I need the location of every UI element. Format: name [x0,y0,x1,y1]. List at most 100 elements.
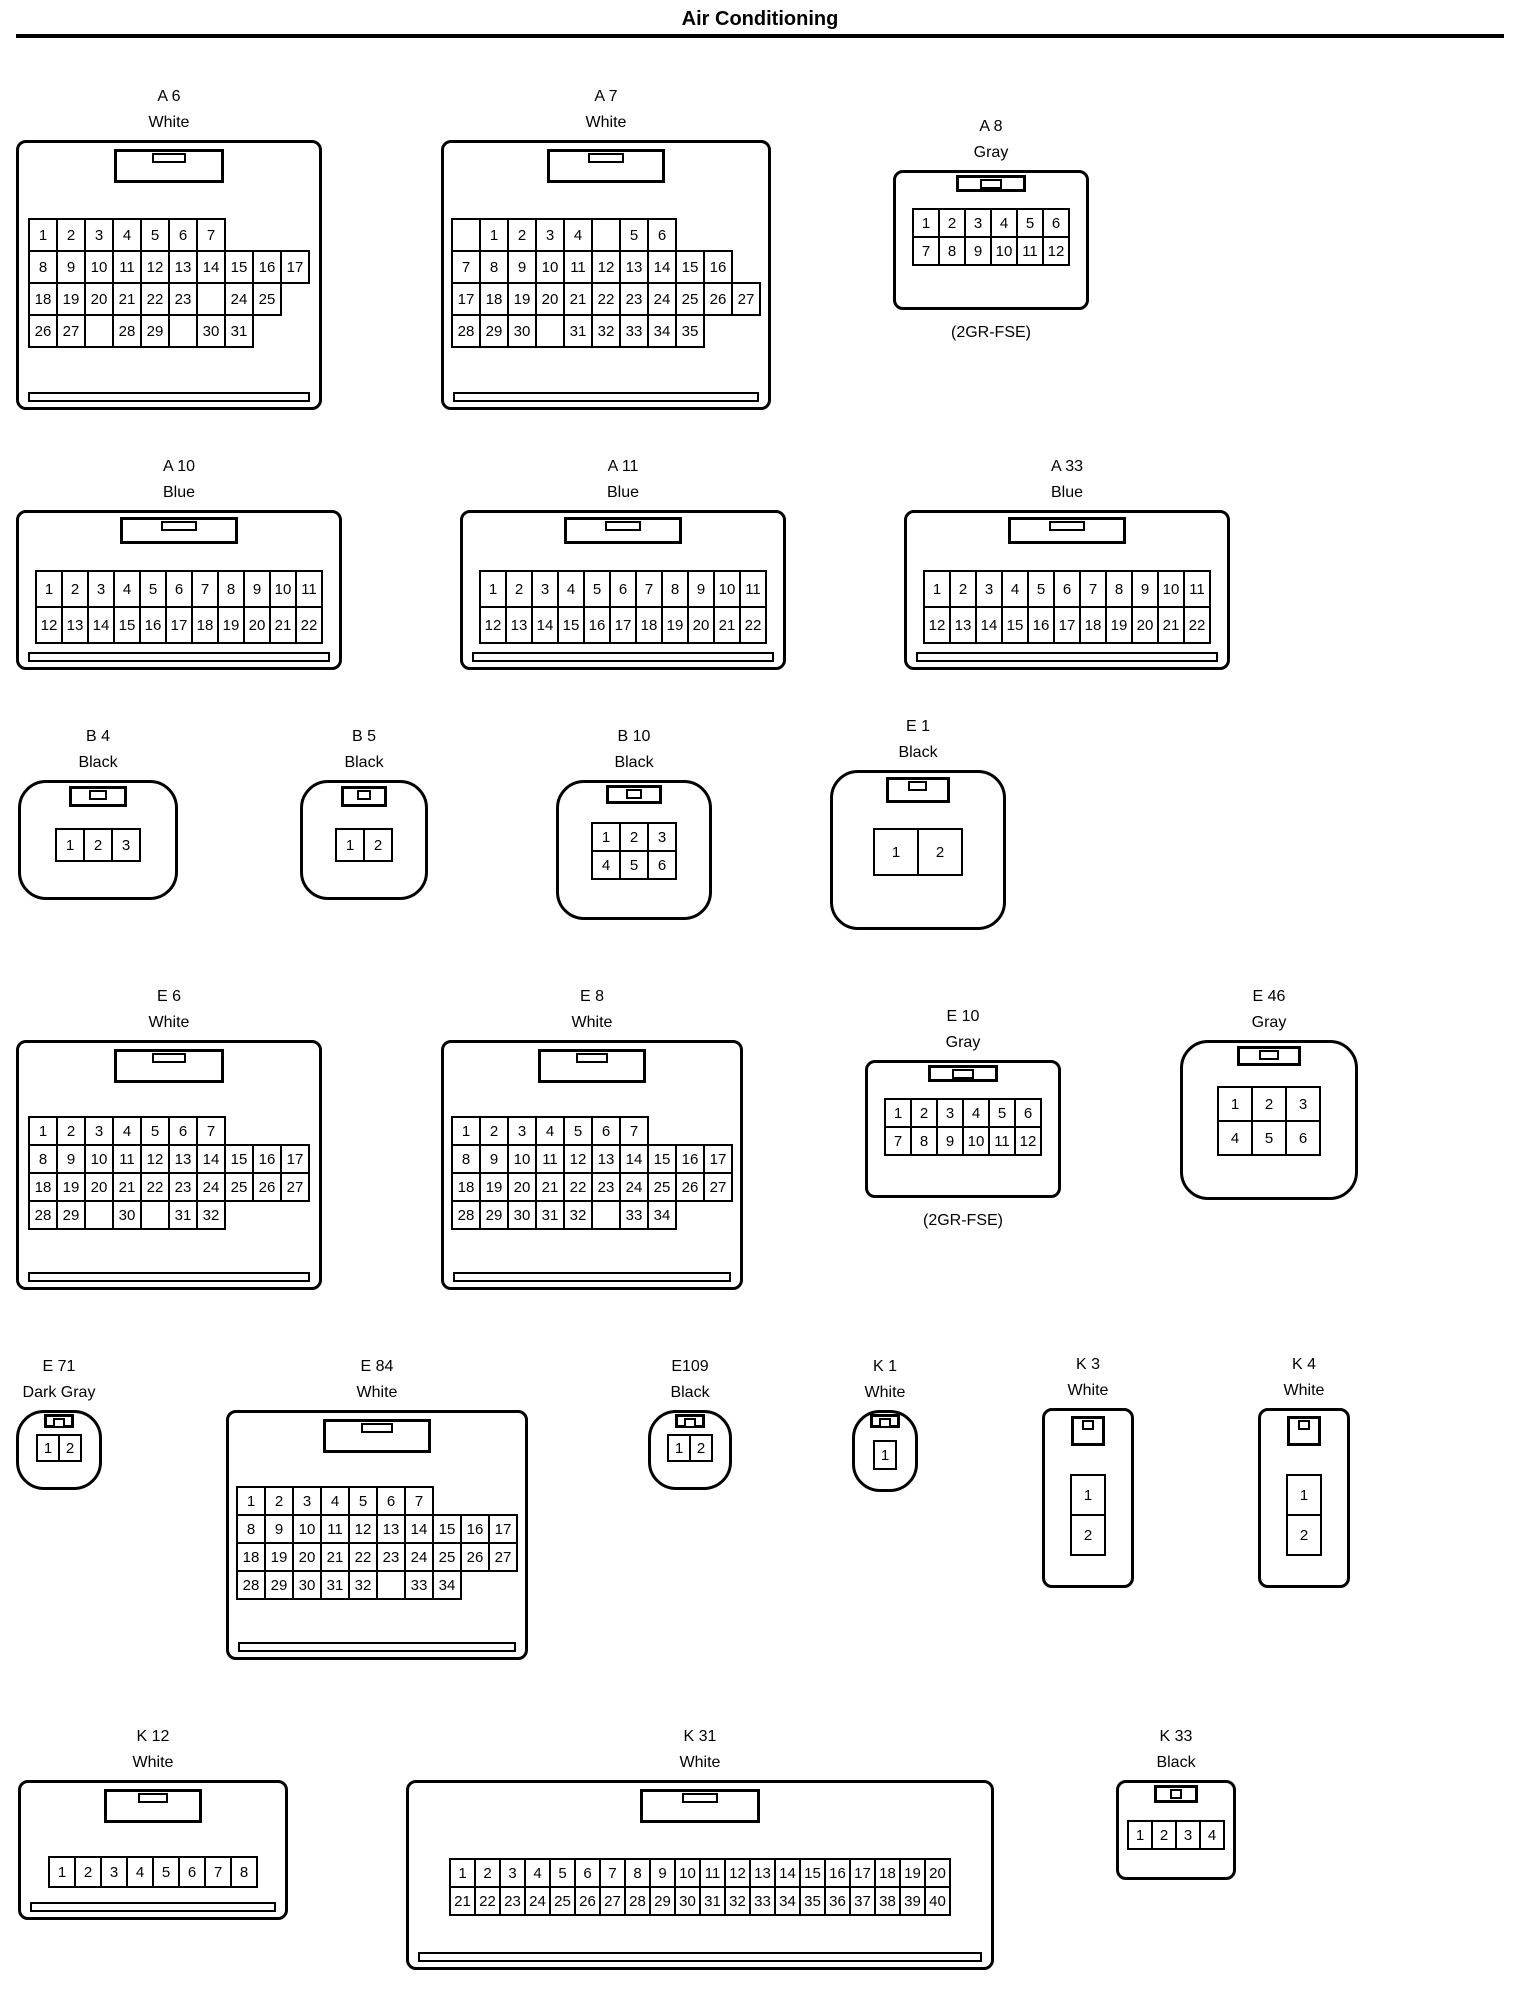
pin-cell: 30 [292,1570,322,1600]
pin-cell: 7 [404,1486,434,1516]
pin-cell: 19 [56,282,86,316]
latch-tab [357,789,371,800]
pin-cell: 9 [687,570,715,608]
pin-cell: 10 [292,1514,322,1544]
pin-cell: 16 [675,1144,705,1174]
pin-cell: 3 [1175,1820,1201,1850]
connector-color: Blue [162,484,196,501]
pin-cell: 15 [675,250,705,284]
pin-cell: 36 [824,1886,851,1916]
pin-cell: 28 [112,314,142,348]
pin-cell: 22 [140,1172,170,1202]
pin-cell: 11 [320,1514,350,1544]
pin-cavity-empty [591,218,621,252]
pin-cell: 8 [28,1144,58,1174]
pin-cell: 23 [499,1886,526,1916]
pin-cell: 11 [1016,236,1044,266]
pin-cell: 28 [451,1200,481,1230]
latch-tab [1169,1788,1183,1799]
pin-cell: 24 [224,282,254,316]
pin-cell: 15 [224,250,254,284]
pin-cell: 27 [703,1172,733,1202]
pin-cell: 9 [479,1144,509,1174]
latch-tab [952,1068,974,1079]
pin-cell: 1 [35,570,63,608]
pin-cell: 2 [1151,1820,1177,1850]
pin-cell: 1 [873,1440,897,1470]
pin-cell: 9 [243,570,271,608]
pin-cell: 3 [499,1858,526,1888]
pin-cell: 25 [224,1172,254,1202]
pin-cell: 1 [479,218,509,252]
pin-cell: 12 [563,1144,593,1174]
pin-cell: 10 [713,570,741,608]
pin-cell: 2 [74,1856,102,1888]
pin-cell: 27 [56,314,86,348]
pin-cell: 20 [535,282,565,316]
pin-cell: 5 [563,1116,593,1146]
pin-cell: 24 [196,1172,226,1202]
pin-cell: 15 [224,1144,254,1174]
pin-cell: 13 [168,1144,198,1174]
pin-cell: 25 [675,282,705,316]
pin-cell: 19 [1105,606,1133,644]
pin-cell: 22 [563,1172,593,1202]
pin-cell: 4 [962,1098,990,1128]
pin-cell: 7 [196,1116,226,1146]
pin-cell: 2 [938,208,966,238]
pin-cell: 12 [140,1144,170,1174]
pin-cell: 15 [799,1858,826,1888]
pin-cell: 33 [749,1886,776,1916]
connector-id: E 1 [905,718,930,735]
latch-tab [980,178,1002,189]
pin-cell: 6 [1042,208,1070,238]
pin-cell: 10 [507,1144,537,1174]
latch-tab [152,153,186,164]
pin-cell: 9 [1131,570,1159,608]
pin-cell: 28 [28,1200,58,1230]
pin-cell: 14 [87,606,115,644]
pin-cell: 2 [910,1098,938,1128]
pin-cell: 8 [236,1514,266,1544]
pin-cell: 18 [191,606,219,644]
pin-cavity-empty [535,314,565,348]
pin-cell: 13 [749,1858,776,1888]
pin-cell: 40 [924,1886,951,1916]
pin-cell: 1 [1217,1086,1253,1122]
pin-cell: 5 [152,1856,180,1888]
pin-cell: 31 [320,1570,350,1600]
pin-cavity-empty [591,1200,621,1230]
latch-tab [152,1053,186,1064]
pin-cell: 6 [574,1858,601,1888]
pin-cell: 16 [252,1144,282,1174]
pin-cell: 4 [524,1858,551,1888]
connector-id: E 10 [946,1008,980,1025]
pin-row: 1 [873,1440,897,1470]
housing-base [28,1272,310,1282]
pin-cell: 13 [591,1144,621,1174]
pin-cell: 21 [713,606,741,644]
pin-cell: 32 [724,1886,751,1916]
connector-color: Gray [945,1034,981,1051]
pin-cell: 20 [507,1172,537,1202]
connector-id: K 31 [683,1728,717,1745]
pin-cell: 8 [28,250,58,284]
connector-color: White [585,114,627,131]
